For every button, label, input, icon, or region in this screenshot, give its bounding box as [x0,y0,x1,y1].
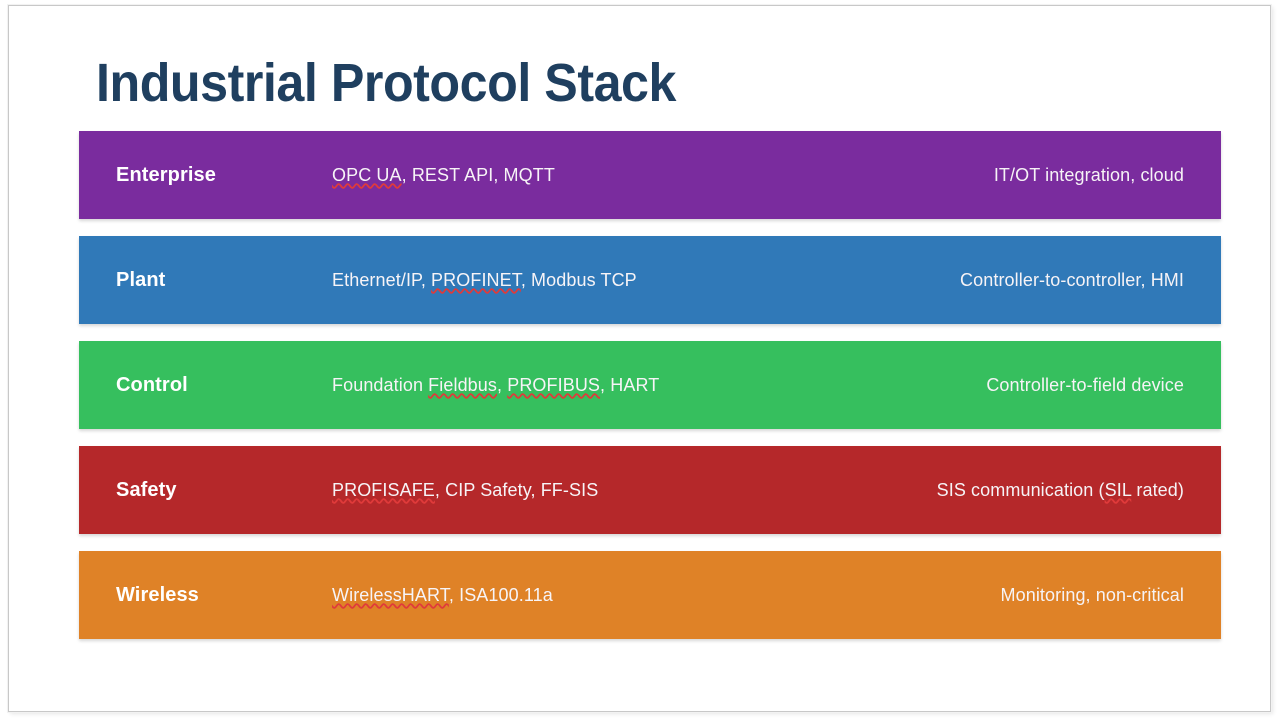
layer-protocols-enterprise: OPC UA, REST API, MQTT [332,164,555,185]
list-item[interactable]: Enterprise OPC UA, REST API, MQTT IT/OT … [79,131,1221,219]
list-item[interactable]: Safety PROFISAFE, CIP Safety, FF-SIS SIS… [79,446,1221,534]
layer-name-plant: Plant [116,268,166,291]
layer-description-safety: SIS communication (SIL rated) [936,479,1184,500]
misspelled-term: Fieldbus [428,374,498,395]
layer-description-control: Controller-to-field device [986,374,1184,395]
misspelled-term: PROFINET [431,269,521,290]
protocol-stack-list: Enterprise OPC UA, REST API, MQTT IT/OT … [71,131,1231,639]
layer-description-enterprise: IT/OT integration, cloud [993,164,1184,185]
misspelled-term: SIL [1104,479,1132,500]
layer-protocols-plant: Ethernet/IP, PROFINET, Modbus TCP [332,269,637,290]
misspelled-term: WirelessHART [332,584,449,605]
layer-name-control: Control [116,373,188,396]
list-item[interactable]: Wireless WirelessHART, ISA100.11a Monito… [79,551,1221,639]
layer-protocols-safety: PROFISAFE, CIP Safety, FF-SIS [332,479,599,500]
layer-description-plant: Controller-to-controller, HMI [960,269,1184,290]
layer-protocols-wireless: WirelessHART, ISA100.11a [332,584,553,605]
layer-name-wireless: Wireless [116,583,199,606]
slide-canvas: Industrial Protocol Stack Enterprise OPC… [8,5,1271,712]
list-item[interactable]: Plant Ethernet/IP, PROFINET, Modbus TCP … [79,236,1221,324]
misspelled-term: PROFIBUS [507,374,601,395]
layer-protocols-control: Foundation Fieldbus, PROFIBUS, HART [332,374,660,395]
misspelled-term: OPC UA [332,164,402,185]
misspelled-term: PROFISAFE [332,479,435,500]
layer-name-enterprise: Enterprise [116,163,216,186]
layer-name-safety: Safety [116,478,177,501]
page-title: Industrial Protocol Stack [96,53,676,113]
layer-description-wireless: Monitoring, non-critical [1000,584,1184,605]
list-item[interactable]: Control Foundation Fieldbus, PROFIBUS, H… [79,341,1221,429]
